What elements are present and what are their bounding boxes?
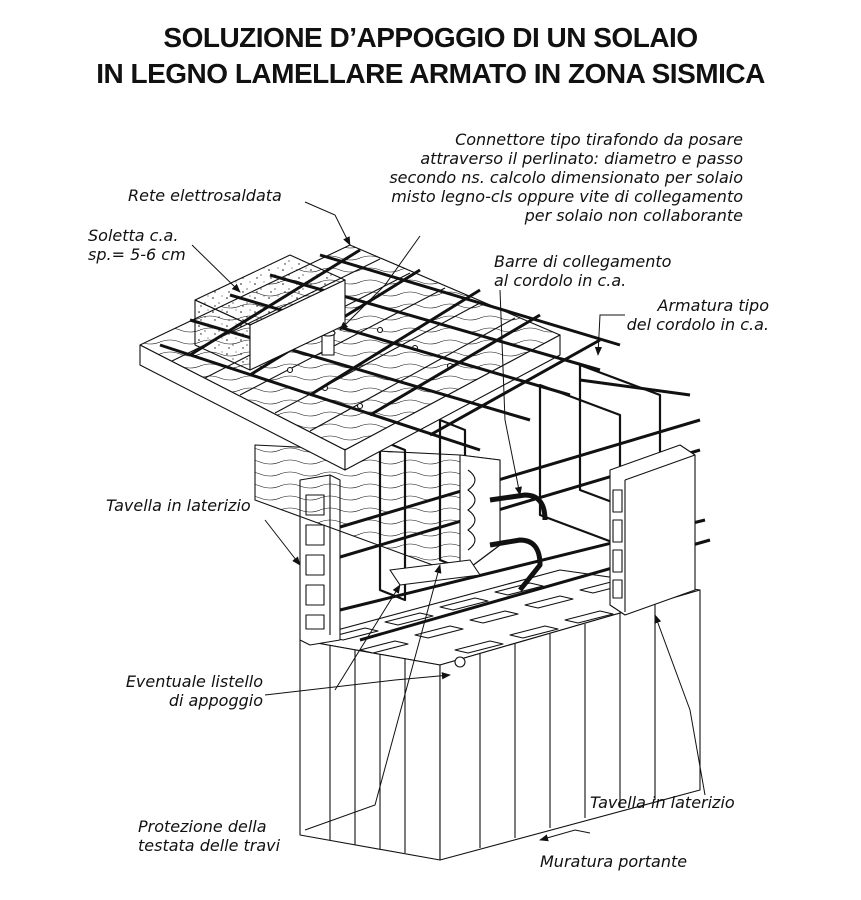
label-connettore-line: per solaio non collaborante <box>524 206 743 225</box>
label-muratura-line: Muratura portante <box>540 852 688 871</box>
leader-listello-2 <box>334 584 401 691</box>
welded-mesh <box>159 248 621 452</box>
connection-bars <box>489 492 548 592</box>
label-rete-line: Rete elettrosaldata <box>128 186 282 205</box>
label-barre-line: Barre di collegamento <box>494 252 672 271</box>
leader-protezione <box>304 564 442 831</box>
label-tavella-right: Tavella in laterizio <box>590 793 735 812</box>
leader-tavella-left <box>264 519 301 566</box>
concrete-slab-block <box>194 254 346 371</box>
label-barre: Barre di collegamento al cordolo in c.a. <box>494 252 671 290</box>
label-connettore-line: Connettore tipo tirafondo da posare <box>455 130 743 149</box>
leader-barre <box>499 289 522 496</box>
label-connettore-line: misto legno-cls oppure vite di collegame… <box>391 187 743 206</box>
load-bearing-masonry <box>299 569 701 861</box>
diagram-title-line-1: SOLUZIONE D’APPOGGIO DI UN SOLAIO <box>163 22 698 53</box>
leader-rete <box>304 201 351 246</box>
label-tavella-right-line: Tavella in laterizio <box>590 793 735 812</box>
label-protezione: Protezione della testata delle travi <box>138 817 280 855</box>
right-clay-tile <box>609 444 696 616</box>
leader-tavella-right <box>654 614 706 796</box>
leader-connettore <box>339 235 421 331</box>
label-rete: Rete elettrosaldata <box>128 186 282 205</box>
leader-armatura <box>594 314 625 356</box>
label-armatura-line: Armatura tipo <box>657 296 769 315</box>
label-armatura: Armatura tipo del cordolo in c.a. <box>627 296 769 334</box>
leader-soletta <box>191 244 241 293</box>
label-protezione-line: Protezione della <box>138 817 267 836</box>
leader-listello <box>264 672 451 696</box>
label-listello-line: di appoggio <box>168 691 263 710</box>
label-protezione-line: testata delle travi <box>138 836 281 855</box>
label-tavella-left: Tavella in laterizio <box>106 496 251 515</box>
leader-muratura <box>539 829 591 842</box>
label-connettore-line: attraverso il perlinato: diametro e pass… <box>420 149 743 168</box>
label-listello-line: Eventuale listello <box>125 672 263 691</box>
label-soletta-line: sp.= 5-6 cm <box>88 245 186 264</box>
label-connettore-line: secondo ns. calcolo dimensionato per sol… <box>389 168 743 187</box>
label-soletta-line: Soletta c.a. <box>88 226 179 245</box>
diagram-title-line-2: IN LEGNO LAMELLARE ARMATO IN ZONA SISMIC… <box>96 58 765 89</box>
glulam-beam <box>254 444 501 576</box>
label-connettore: Connettore tipo tirafondo da posare attr… <box>389 130 743 225</box>
label-listello: Eventuale listello di appoggio <box>126 672 263 710</box>
label-barre-line: al cordolo in c.a. <box>494 271 627 290</box>
label-armatura-line: del cordolo in c.a. <box>626 315 769 334</box>
label-tavella-left-line: Tavella in laterizio <box>106 496 251 515</box>
label-soletta: Soletta c.a. sp.= 5-6 cm <box>88 226 186 264</box>
label-muratura: Muratura portante <box>540 852 687 871</box>
